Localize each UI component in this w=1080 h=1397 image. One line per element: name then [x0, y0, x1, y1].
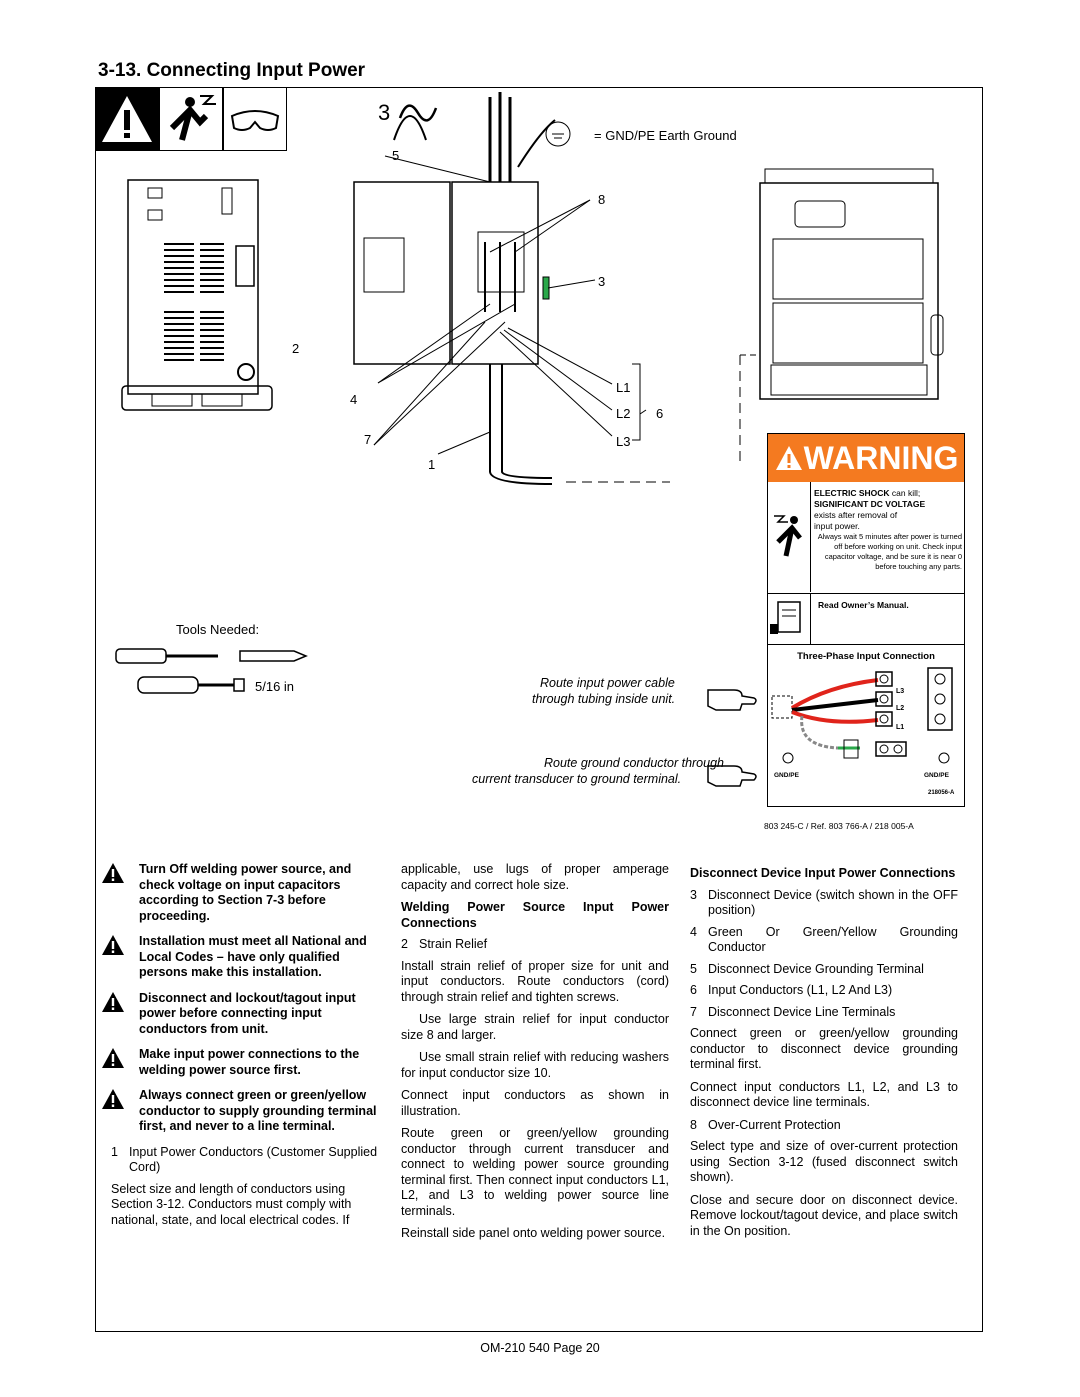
pointing-hand-icon	[707, 765, 757, 787]
unit-interior-view	[739, 168, 944, 465]
content-frame	[95, 87, 983, 1332]
wrench-size: 5/16 in	[255, 679, 295, 694]
paragraph: Close and secure door on disconnect devi…	[690, 1192, 958, 1238]
reference-number: 803 245-C / Ref. 803 766-A / 218 005-A	[764, 821, 914, 831]
warning-triangle-icon	[102, 1048, 124, 1068]
nut-driver-icon	[137, 676, 245, 694]
right-column: Disconnect Device Input Power Connection…	[690, 862, 958, 1246]
pointing-hand-icon	[707, 689, 757, 711]
callout-3: 3	[598, 274, 606, 289]
safety-warning: Always connect green or green/yellow con…	[101, 1088, 381, 1135]
callout-1: 1	[428, 457, 436, 472]
screwdriver-icon	[115, 648, 308, 664]
electric-shock-icon	[159, 87, 223, 151]
divider	[768, 593, 964, 594]
route-power-note-2: through tubing inside unit.	[532, 692, 676, 706]
warning-heading: WARNING	[803, 439, 959, 476]
manual-text: Read Owner’s Manual.	[818, 600, 909, 610]
terminal-l2: L2	[896, 705, 905, 712]
dc-voltage-text: SIGNIFICANT DC VOLTAGE	[814, 499, 926, 509]
phase-label-l2: L2	[616, 406, 631, 421]
route-power-note-1: Route input power cable	[540, 676, 675, 690]
safety-warning: Turn Off welding power source, and check…	[101, 862, 381, 924]
warning-banner: WARNING	[768, 434, 964, 482]
left-column: Turn Off welding power source, and check…	[101, 862, 381, 1235]
three-phase-connection-diagram	[771, 667, 953, 764]
paragraph: applicable, use lugs of proper amperage …	[401, 862, 669, 892]
safety-glasses-icon	[223, 87, 287, 151]
disconnect-device-diagram	[353, 92, 670, 485]
middle-column: applicable, use lugs of proper amperage …	[401, 862, 669, 1249]
terminal-l3: L3	[896, 688, 905, 695]
paragraph: Select size and length of conductors usi…	[111, 1181, 352, 1227]
phase-number: 3	[378, 100, 391, 125]
manual-icon	[768, 594, 811, 644]
callout-6: 6	[656, 406, 664, 421]
route-ground-note-1: Route ground conductor through	[544, 756, 724, 770]
paragraph: Select type and size of over-current pro…	[690, 1139, 958, 1184]
section-heading: Disconnect Device Input Power Connection…	[690, 866, 956, 880]
shock-text: ELECTRIC SHOCK	[814, 488, 890, 498]
tools-needed-label: Tools Needed:	[176, 622, 260, 637]
paragraph: Use large strain relief for input conduc…	[401, 1012, 669, 1042]
phase-label-l1: L1	[616, 380, 631, 395]
paragraph: Use small strain relief with reducing wa…	[401, 1050, 669, 1080]
shock-hazard-icon	[768, 482, 811, 592]
exists-text: exists after removal of	[814, 510, 898, 520]
power-source-front-view	[121, 179, 273, 411]
warning-triangle-icon	[102, 863, 124, 883]
ac-sine-icon	[398, 104, 438, 122]
label-part-number: 218056-A	[928, 790, 955, 796]
three-phase-title: Three-Phase Input Connection	[797, 651, 935, 662]
callout-4: 4	[350, 392, 358, 407]
section-title: 3-13. Connecting Input Power	[98, 60, 366, 81]
input-power-text: input power.	[814, 521, 860, 531]
shock-text-b: can kill;	[889, 488, 921, 498]
list-item: 2 Strain Relief	[401, 937, 488, 951]
divider	[768, 644, 964, 645]
safety-warning: Installation must meet all National and …	[101, 934, 381, 981]
paragraph: Connect input conductors as shown in ill…	[401, 1088, 669, 1118]
warning-triangle-icon	[775, 446, 802, 470]
list-item: 1 Input Power Conductors (Customer Suppl…	[111, 1144, 378, 1175]
safety-warning: Make input power connections to the weld…	[101, 1047, 381, 1078]
section-heading: Welding Power Source Input Power Connect…	[401, 900, 669, 930]
route-ground-note-2: current transducer to ground terminal.	[472, 772, 682, 786]
terminal-l1: L1	[896, 724, 905, 731]
warning-triangle-icon	[102, 991, 124, 1012]
paragraph: Install strain relief of proper size for…	[401, 958, 669, 1004]
paragraph: Reinstall side panel onto welding power …	[401, 1226, 666, 1240]
callout-7: 7	[364, 432, 372, 447]
wait-text: Always wait 5 minutes after power is tur…	[817, 532, 962, 571]
callout-8: 8	[598, 192, 606, 207]
paragraph: Route green or green/yellow grounding co…	[401, 1126, 669, 1218]
callout-2: 2	[292, 341, 300, 356]
gnd-legend: = GND/PE Earth Ground	[594, 128, 737, 143]
warning-triangle-icon	[102, 935, 124, 955]
gnd-label-left: GND/PE	[774, 772, 799, 779]
callout-5: 5	[392, 148, 400, 163]
gnd-label-right: GND/PE	[924, 772, 949, 779]
phase-label-l3: L3	[616, 434, 631, 449]
safety-warning: Disconnect and lockout/tagout input powe…	[101, 991, 381, 1038]
warning-triangle-icon	[102, 1089, 124, 1109]
warning-label: WARNING ELECTRIC SHOCK can kill; SIGNIFI…	[767, 433, 965, 807]
page-footer: OM-210 540 Page 20	[480, 1341, 600, 1355]
paragraph: Connect green or green/yellow grounding …	[690, 1026, 958, 1071]
paragraph: Connect input conductors L1, L2, and L3 …	[690, 1079, 958, 1110]
warning-triangle-icon	[95, 87, 159, 151]
